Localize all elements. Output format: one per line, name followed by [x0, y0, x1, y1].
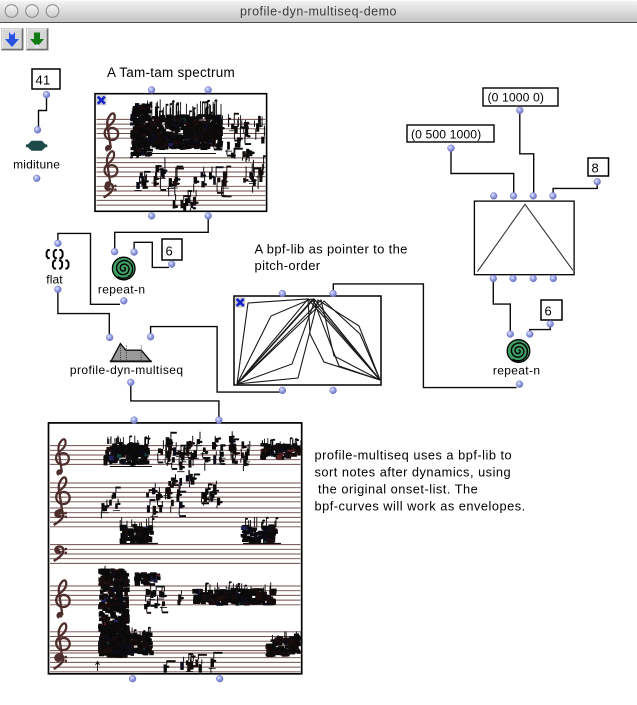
svg-text:(0 1000 0): (0 1000 0): [488, 91, 545, 105]
svg-text:pitch-order: pitch-order: [255, 258, 321, 273]
svg-text:A bpf-lib as pointer to the: A bpf-lib as pointer to the: [255, 242, 408, 257]
svg-text:repeat-n: repeat-n: [493, 364, 541, 378]
svg-text:the original onset-list. The: the original onset-list. The: [318, 482, 478, 497]
svg-text:6: 6: [545, 304, 552, 319]
svg-text:profile-dyn-multiseq: profile-dyn-multiseq: [70, 363, 184, 377]
svg-text:sort notes after dynamics, usi: sort notes after dynamics, using: [315, 465, 512, 480]
svg-text:8: 8: [592, 161, 599, 176]
svg-text:bpf-curves will work as envelo: bpf-curves will work as envelopes.: [315, 499, 526, 514]
svg-text:profile-multiseq uses a bpf-li: profile-multiseq uses a bpf-lib to: [315, 448, 513, 463]
svg-text:6: 6: [166, 244, 173, 259]
svg-text:41: 41: [36, 73, 51, 88]
svg-text:(0 500 1000): (0 500 1000): [411, 128, 481, 142]
svg-text:profile-dyn-multiseq-demo: profile-dyn-multiseq-demo: [240, 5, 397, 19]
svg-text:miditune: miditune: [13, 158, 60, 172]
svg-text:repeat-n: repeat-n: [98, 283, 146, 297]
svg-text:A Tam-tam spectrum: A Tam-tam spectrum: [107, 65, 235, 80]
svg-text:flat: flat: [46, 273, 63, 287]
